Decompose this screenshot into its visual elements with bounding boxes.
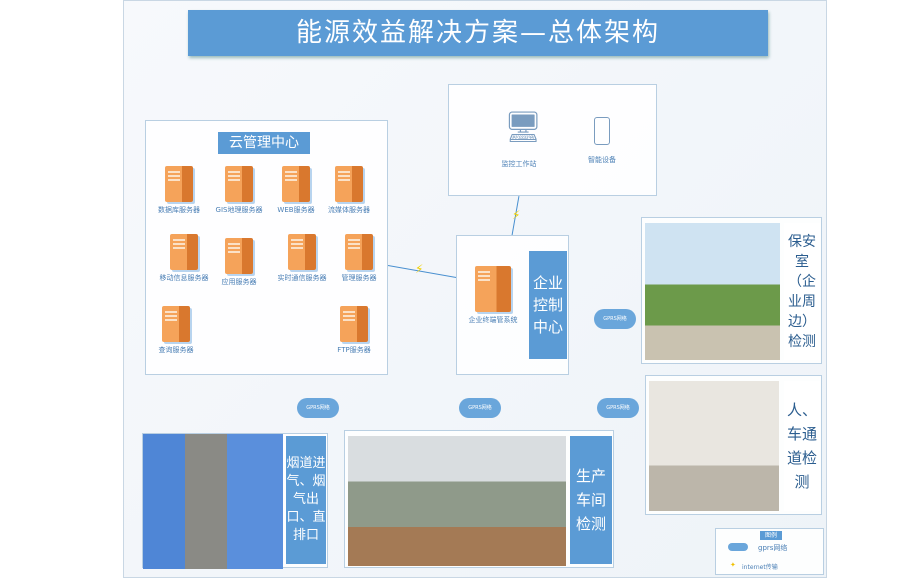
lightning-icon: ⚡ bbox=[512, 208, 521, 222]
legend-gprs: gprs网络 bbox=[758, 544, 788, 552]
enterprise-control-label: 企业控制中心 bbox=[529, 251, 567, 359]
guard-room-photo bbox=[645, 223, 780, 360]
gprs-cloud-icon bbox=[728, 543, 748, 551]
query-server-icon: 查询服务器 bbox=[146, 306, 206, 355]
chimney-label: 烟道进气、烟气出口、直排口 bbox=[286, 436, 326, 564]
gprs-cloud-icon: GPRS网络 bbox=[459, 398, 501, 418]
workstation-label: 监控工作站 bbox=[501, 160, 537, 168]
enterprise-server-icon: 企业终端管系统 bbox=[461, 266, 525, 325]
workshop-site: 生产车间检测 bbox=[344, 430, 614, 568]
lightning-icon: ✦ bbox=[730, 561, 736, 569]
page-title: 能源效益解决方案—总体架构 bbox=[188, 10, 768, 56]
guard-room-site: 保安室（企业周边）检测 bbox=[641, 217, 822, 364]
mobile-server-icon: 移动信息服务器 bbox=[154, 234, 214, 283]
gprs-cloud-icon: GPRS网络 bbox=[594, 309, 636, 329]
workshop-label: 生产车间检测 bbox=[570, 436, 612, 564]
legend: 图例 gprs网络 ✦ internet传输 bbox=[715, 528, 824, 575]
guard-room-label: 保安室（企业周边）检测 bbox=[784, 223, 820, 360]
chimney-site: 烟道进气、烟气出口、直排口 bbox=[142, 433, 328, 569]
passage-photo bbox=[649, 381, 779, 511]
realtime-server-icon: 实时通信服务器 bbox=[272, 234, 332, 283]
client-devices-box: 🖥 监控工作站 智能设备 bbox=[448, 84, 657, 196]
gprs-cloud-icon: GPRS网络 bbox=[297, 398, 339, 418]
smart-device-label: 智能设备 bbox=[588, 156, 616, 164]
lightning-icon: ⚡ bbox=[415, 262, 424, 276]
streaming-server-icon: 流媒体服务器 bbox=[319, 166, 379, 215]
management-server-icon: 管理服务器 bbox=[329, 234, 389, 283]
application-server-icon: 应用服务器 bbox=[209, 238, 269, 287]
legend-title: 图例 bbox=[760, 531, 782, 540]
cloud-management-center: 云管理中心 数据库服务器 GIS地理服务器 WEB服务器 流媒体服务器 移动信息… bbox=[145, 120, 388, 375]
web-server-icon: WEB服务器 bbox=[266, 166, 326, 215]
passage-label: 人、车通道检测 bbox=[784, 381, 820, 511]
ftp-server-icon: FTP服务器 bbox=[324, 306, 384, 355]
gis-server-icon: GIS地理服务器 bbox=[209, 166, 269, 215]
enterprise-control-box: 企业终端管系统 企业控制中心 bbox=[456, 235, 569, 375]
workshop-photo bbox=[348, 436, 566, 566]
workstation-icon: 🖥 bbox=[504, 110, 543, 145]
smart-device-icon bbox=[594, 117, 610, 145]
cloud-center-title: 云管理中心 bbox=[218, 132, 310, 154]
passage-site: 人、车通道检测 bbox=[645, 375, 822, 515]
gprs-cloud-icon: GPRS网络 bbox=[597, 398, 639, 418]
database-server-icon: 数据库服务器 bbox=[149, 166, 209, 215]
legend-internet: internet传输 bbox=[742, 564, 778, 571]
chimney-photo bbox=[143, 434, 283, 569]
